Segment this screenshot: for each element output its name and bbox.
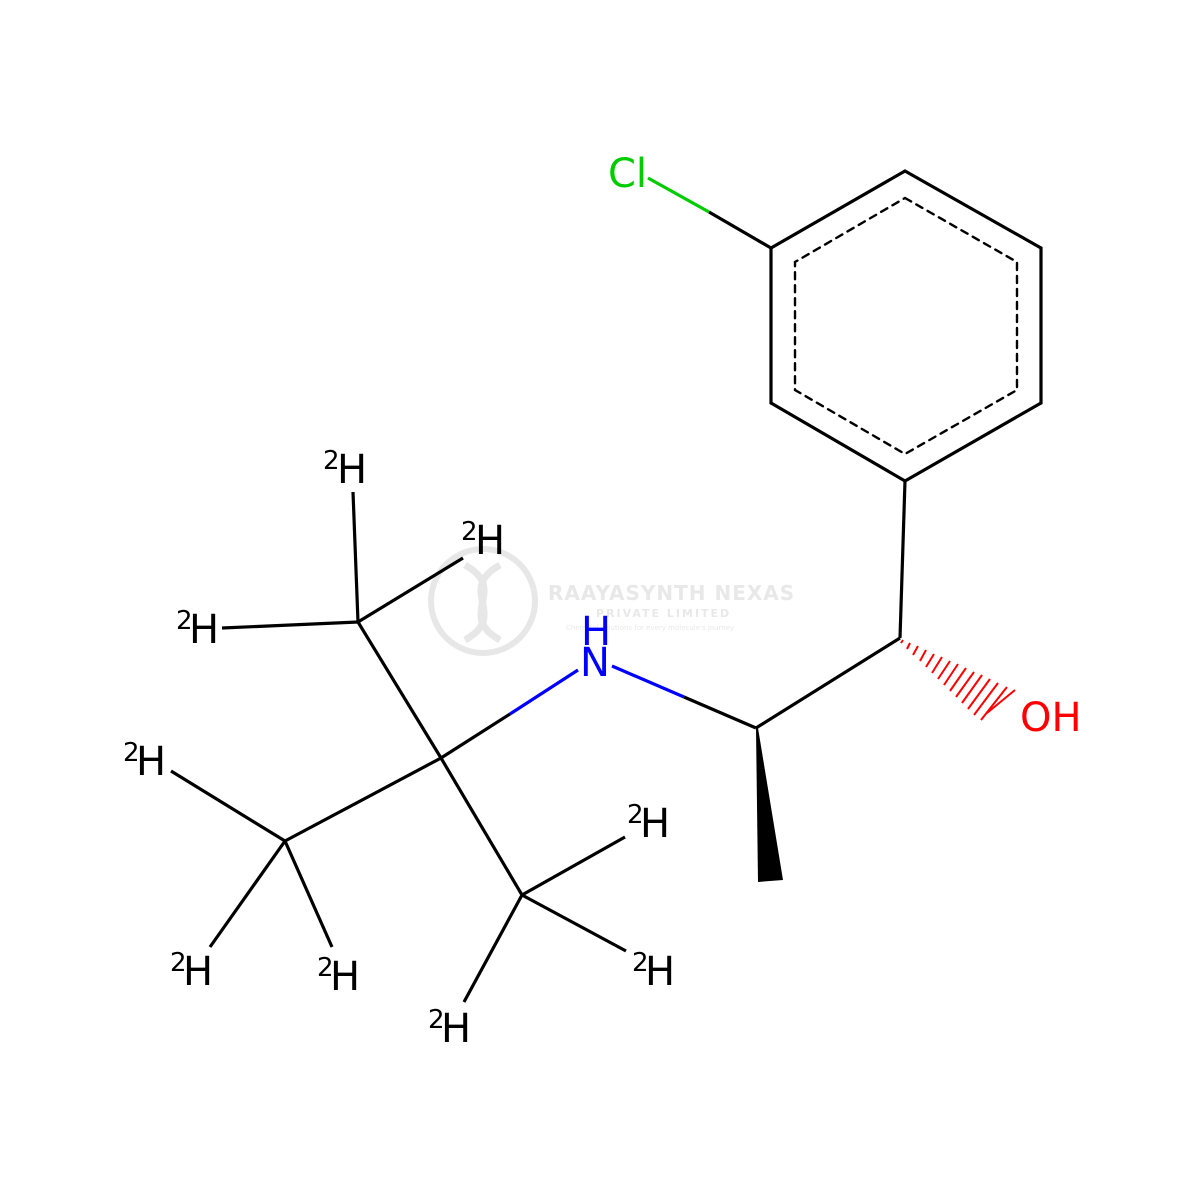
- benzene-ring: [769, 169, 1043, 483]
- watermark-tagline: Chemical solutions for every molecule's …: [566, 624, 734, 632]
- svg-text:H: H: [337, 447, 367, 493]
- svg-text:H: H: [189, 607, 219, 653]
- svg-text:2: 2: [627, 800, 644, 830]
- cl-bond-carbon-half: [708, 210, 772, 250]
- svg-text:2: 2: [632, 948, 649, 978]
- svg-text:H: H: [441, 1006, 471, 1052]
- watermark-title: RAAYASYNTH NEXAS: [548, 581, 795, 605]
- deuterium-9: 2 H: [428, 1005, 471, 1052]
- bond-n-cq-carbon-half: [440, 712, 511, 760]
- deuterium-8: 2 H: [632, 948, 675, 995]
- svg-text:2: 2: [317, 953, 334, 983]
- amine-hydrogen-label: H: [581, 609, 611, 655]
- svg-text:H: H: [183, 949, 213, 995]
- bond-c2-n-carbon-half: [683, 695, 757, 730]
- svg-text:2: 2: [323, 446, 340, 476]
- watermark: RAAYASYNTH NEXAS PRIVATE LIMITED Chemica…: [428, 546, 795, 656]
- deuterium-2: 2 H: [461, 517, 505, 564]
- ring-bond: [769, 401, 907, 483]
- svg-text:2: 2: [176, 606, 193, 636]
- watermark-subtitle: PRIVATE LIMITED: [596, 607, 731, 620]
- bond-c1-c2: [755, 636, 901, 730]
- cl-bond-chlorine-half: [647, 176, 710, 214]
- svg-text:2: 2: [170, 948, 187, 978]
- svg-text:H: H: [136, 739, 166, 785]
- bond-c2-n-nitrogen-half: [611, 664, 685, 699]
- deuterium-5: 2 H: [627, 800, 670, 847]
- svg-text:2: 2: [461, 517, 478, 547]
- tert-butyl-bonds: [170, 491, 627, 1003]
- watermark-dna-icon: [463, 561, 502, 644]
- watermark-logo-icon: [428, 546, 538, 656]
- hashed-wedge-oh: [900, 639, 1016, 721]
- svg-text:H: H: [330, 954, 360, 1000]
- solid-wedge-methyl: [756, 728, 783, 882]
- deuterium-3: 2 H: [176, 606, 219, 653]
- deuterium-4: 2 H: [123, 738, 166, 785]
- aromatic-inner-ring: [793, 196, 1019, 456]
- ring-bond: [769, 169, 907, 250]
- bond-n-cq-nitrogen-half: [509, 668, 579, 716]
- deuterium-1: 2 H: [323, 446, 367, 493]
- ring-bond: [903, 401, 1043, 483]
- amine-nitrogen-label: N: [580, 640, 610, 686]
- deuterium-6: 2 H: [170, 948, 213, 995]
- svg-text:2: 2: [123, 738, 140, 768]
- bond-ring-c1: [898, 480, 907, 639]
- svg-text:H: H: [645, 949, 675, 995]
- svg-text:2: 2: [428, 1005, 445, 1035]
- chlorine-label: Cl: [608, 151, 647, 197]
- svg-text:H: H: [475, 518, 505, 564]
- deuterium-7: 2 H: [317, 953, 360, 1000]
- hydroxyl-label: OH: [1020, 695, 1082, 741]
- svg-text:H: H: [640, 801, 670, 847]
- ring-bond: [903, 169, 1043, 250]
